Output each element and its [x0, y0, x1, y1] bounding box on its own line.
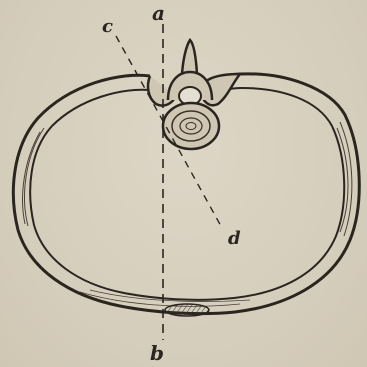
- spinous-process: [182, 40, 197, 74]
- vertebra: [148, 40, 240, 149]
- label-a: a: [152, 1, 165, 25]
- label-b: b: [150, 341, 164, 365]
- label-d: d: [228, 228, 241, 249]
- label-c: c: [102, 16, 113, 37]
- sternum: [165, 304, 209, 316]
